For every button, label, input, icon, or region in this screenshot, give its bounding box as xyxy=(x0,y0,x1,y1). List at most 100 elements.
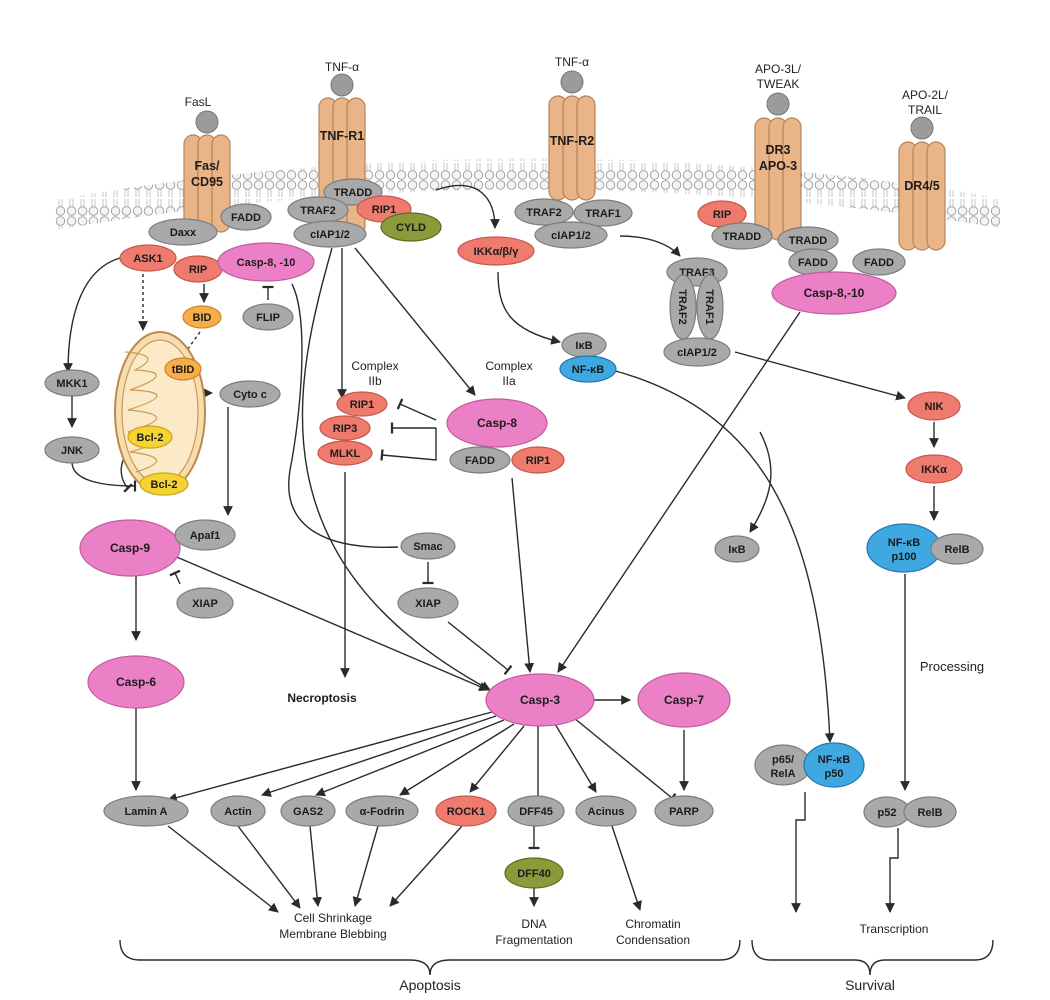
node-traf2-r1: TRAF2 xyxy=(287,196,349,224)
node-label-relb-top: RelB xyxy=(944,544,969,556)
node-label-traf1-v: TRAF1 xyxy=(703,289,715,324)
node-label-nfkb-p100-1: NF-κB xyxy=(888,537,920,549)
node-ikb-free: IκB xyxy=(714,535,760,563)
ligand-ball-dr3 xyxy=(766,92,790,116)
node-label-jnk: JNK xyxy=(61,445,83,457)
node-shape-cyld xyxy=(380,212,442,242)
node-bcl2-b: Bcl-2 xyxy=(139,472,189,496)
node-label-ikk: IKKα/β/γ xyxy=(474,246,520,258)
node-label-acinus: Acinus xyxy=(588,806,625,818)
node-traf1-r2: TRAF1 xyxy=(573,199,633,227)
node-shape-ikb-free xyxy=(714,535,760,563)
node-shape-flip xyxy=(242,303,294,331)
receptor-dr45: DR4/5 xyxy=(904,179,939,193)
node-mkk1: MKK1 xyxy=(44,369,100,397)
node-label-cytoc: Cyto c xyxy=(233,389,267,401)
node-shape-gas2 xyxy=(280,795,336,827)
node-ask1: ASK1 xyxy=(119,244,177,272)
node-fadd-c2a: FADD xyxy=(449,446,511,474)
node-shape-ikka xyxy=(905,454,963,484)
node-shape-parp xyxy=(654,795,714,827)
ligand-apo3l-line1: APO-3L/ xyxy=(755,62,802,76)
node-label-rip1-c2b: RIP1 xyxy=(350,399,374,411)
node-label-fadd-dr45: FADD xyxy=(864,257,894,269)
necroptosis-label: Necroptosis xyxy=(287,691,357,705)
node-shape-fadd-dr45 xyxy=(852,248,906,276)
ligand-ball-fas xyxy=(195,110,219,134)
ligand-ball-tnfr2 xyxy=(560,70,584,94)
node-fodrin: α-Fodrin xyxy=(345,795,419,827)
node-bcl2-a: Bcl-2 xyxy=(127,425,173,449)
node-label-casp8-c2a: Casp-8 xyxy=(477,416,517,430)
node-label-nfkb-p100-2: p100 xyxy=(891,551,916,563)
node-label-bcl2-b: Bcl-2 xyxy=(151,479,178,491)
processing-label: Processing xyxy=(920,659,984,674)
node-ciap-mid: cIAP1/2 xyxy=(663,337,731,367)
receptor-fas-line1: Fas/ xyxy=(194,159,220,173)
node-mlkl: MLKL xyxy=(317,440,373,466)
node-label-ikb-free: IκB xyxy=(728,544,745,556)
node-label-gas2: GAS2 xyxy=(293,806,323,818)
node-relb-top: RelB xyxy=(930,533,984,565)
node-rip1-c2a: RIP1 xyxy=(511,446,565,474)
node-shape-dff40 xyxy=(504,857,564,889)
receptor-labels: Fas/ CD95 TNF-R1 TNF-R2 DR3 APO-3 DR4/5 xyxy=(191,129,940,193)
node-tbid: tBID xyxy=(164,357,202,381)
mitochondrion xyxy=(114,331,206,493)
dna-fragmentation-line1: DNA xyxy=(521,917,546,931)
node-label-flip: FLIP xyxy=(256,312,280,324)
node-shape-tradd-dr3a xyxy=(711,222,773,250)
node-label-casp7: Casp-7 xyxy=(664,693,704,707)
node-shape-fadd-c2a xyxy=(449,446,511,474)
node-xiap-left: XIAP xyxy=(176,587,234,619)
node-label-nfkb-p50-1: NF-κB xyxy=(818,754,850,766)
node-rock1: ROCK1 xyxy=(435,795,497,827)
node-shape-fadd-fas xyxy=(220,203,272,231)
node-shape-cytoc xyxy=(219,380,281,408)
node-shape-tbid xyxy=(164,357,202,381)
node-shape-bid xyxy=(182,305,222,329)
node-label-rip1-r1: RIP1 xyxy=(372,204,396,216)
node-shape-rip3 xyxy=(319,415,371,441)
node-casp810-left: Casp-8, -10 xyxy=(217,242,315,282)
node-ciap-r2: cIAP1/2 xyxy=(534,221,608,249)
node-fadd-dr3: FADD xyxy=(788,248,838,276)
node-label-smac: Smac xyxy=(413,541,442,553)
node-label-casp9: Casp-9 xyxy=(110,541,150,555)
cell-shrinkage-line1: Cell Shrinkage xyxy=(294,911,372,925)
node-label-apaf1: Apaf1 xyxy=(190,530,221,542)
node-label-fadd-fas: FADD xyxy=(231,212,261,224)
node-apaf1: Apaf1 xyxy=(174,519,236,551)
node-ciap-r1: cIAP1/2 xyxy=(293,220,367,248)
node-shape-smac xyxy=(400,532,456,560)
ligand-fasl: FasL xyxy=(185,95,212,109)
node-nik: NIK xyxy=(907,391,961,421)
node-label-dff45: DFF45 xyxy=(519,806,553,818)
complex-iia-line1: Complex xyxy=(485,359,532,373)
survival-label: Survival xyxy=(845,977,895,993)
node-tradd-dr3b: TRADD xyxy=(777,226,839,254)
node-label-ask1: ASK1 xyxy=(133,253,162,265)
node-shape-bcl2-b xyxy=(139,472,189,496)
node-shape-bcl2-a xyxy=(127,425,173,449)
node-shape-casp7 xyxy=(637,672,731,728)
complex-iib-line2: IIb xyxy=(368,374,382,388)
node-shape-dff45 xyxy=(507,795,565,827)
node-rip-fas: RIP xyxy=(173,255,223,283)
node-gas2: GAS2 xyxy=(280,795,336,827)
receptor-dr3-line1: DR3 xyxy=(765,143,790,157)
node-label-rip-fas: RIP xyxy=(189,264,207,276)
node-shape-casp810-left xyxy=(217,242,315,282)
node-acinus: Acinus xyxy=(575,795,637,827)
node-label-tbid: tBID xyxy=(172,364,195,376)
node-label-casp3: Casp-3 xyxy=(520,693,560,707)
node-shape-actin xyxy=(210,795,266,827)
node-label-traf2-r1: TRAF2 xyxy=(300,205,335,217)
node-dff45: DFF45 xyxy=(507,795,565,827)
node-label-p65-2: RelA xyxy=(770,768,795,780)
node-label-actin: Actin xyxy=(224,806,252,818)
node-label-rip3: RIP3 xyxy=(333,423,357,435)
ligand-apo2l-line1: APO-2L/ xyxy=(902,88,949,102)
receptor-tnfr2: TNF-R2 xyxy=(550,134,594,148)
